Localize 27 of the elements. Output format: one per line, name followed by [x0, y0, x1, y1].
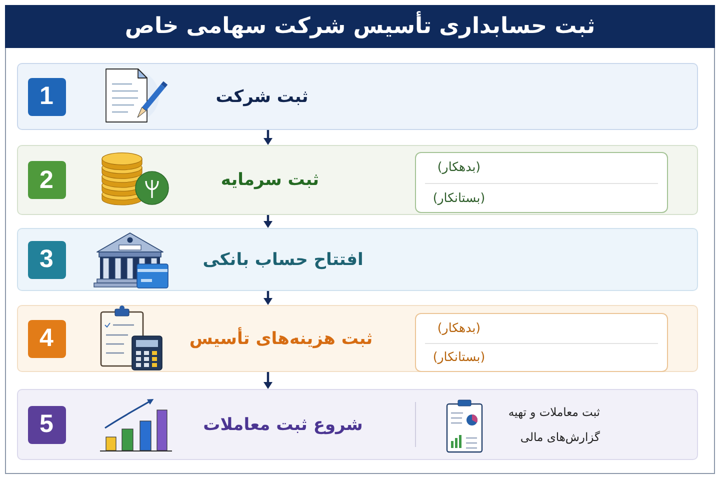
- step-note: ثبت معاملات و تهیه گزارش‌های مالی: [507, 404, 600, 446]
- entry-text: (بستانکار): [432, 349, 486, 366]
- arrow: [264, 215, 272, 228]
- step-panel: [17, 389, 698, 460]
- step-panel: [17, 228, 698, 291]
- step-panel: [17, 63, 698, 130]
- step-number: 5: [28, 406, 66, 444]
- step-panel: [17, 305, 698, 372]
- step-title: شروع ثبت معاملات: [203, 414, 363, 436]
- title-banner: ثبت حسابداری تأسیس شرکت سهامی خاص: [5, 5, 715, 48]
- arrow: [264, 291, 272, 305]
- step-number: 3: [28, 240, 66, 278]
- arrow: [264, 130, 272, 145]
- step-panel: [17, 145, 698, 215]
- step-title: ثبت سرمایه: [220, 169, 320, 191]
- step-title: ثبت شرکت: [216, 86, 308, 108]
- step-number: 4: [28, 320, 66, 358]
- entry-text: (بدهکار): [437, 320, 481, 336]
- step-number: 1: [28, 78, 66, 116]
- arrow: [264, 372, 272, 389]
- entry-box: [415, 152, 668, 213]
- step-number: 2: [28, 161, 66, 199]
- entry-text: (بستانکار): [432, 190, 486, 206]
- step-title: افتتاح حساب بانکی: [202, 248, 364, 270]
- entry-box: [415, 313, 668, 372]
- step-title: ثبت هزینه‌های تأسیس: [189, 328, 373, 350]
- entry-text: (بدهکار): [437, 159, 481, 176]
